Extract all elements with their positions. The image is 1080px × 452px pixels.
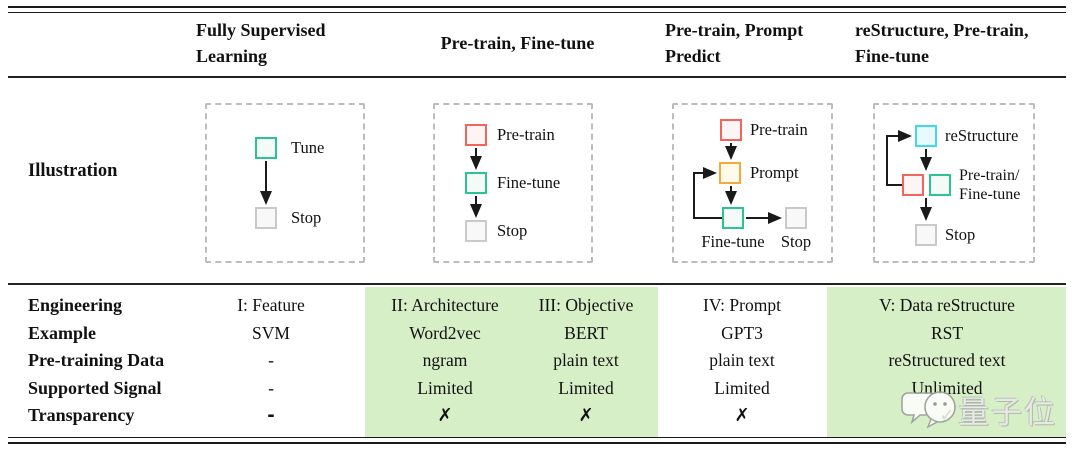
finetune-label: Fine-tune (701, 232, 765, 251)
cell-pretraining-data: ngram (422, 350, 468, 370)
cell-transparency-cross-icon: ✗ (437, 405, 453, 426)
highlight-block-architecture-objective (365, 287, 658, 437)
tune-label: Tune (291, 138, 325, 157)
watermark-text: 量子位 (958, 395, 1057, 431)
column-header-pretrain-prompt-predict: Pre-train, Prompt Predict (665, 20, 804, 66)
finetune-node-icon (929, 174, 951, 196)
cell-supported-signal: - (268, 377, 274, 398)
prompt-label: Prompt (750, 163, 799, 182)
cell-supported-signal: Limited (417, 377, 473, 398)
row-label-column: Engineering Example Pre-training Data Su… (28, 292, 198, 430)
cell-example: BERT (564, 322, 608, 343)
cell-supported-signal: Limited (558, 377, 614, 398)
column-header-restructure: reStructure, Pre-train, Fine-tune (855, 20, 1029, 66)
row-label-pretraining-data: Pre-training Data (28, 350, 165, 370)
cell-example: Word2vec (409, 322, 481, 343)
pretrain-node-icon (720, 119, 742, 141)
column-header-pretrain-finetune: Pre-train, Fine-tune (440, 33, 595, 53)
stop-node-icon (785, 207, 807, 229)
stop-label: Stop (291, 208, 322, 227)
header-divider-rule (8, 76, 1066, 78)
pretrain-finetune-label-line1: Pre-train/ (959, 167, 1020, 184)
restructure-label: reStructure (945, 126, 1019, 145)
tune-node-icon (255, 137, 277, 159)
cell-engineering: V: Data reStructure (879, 295, 1015, 315)
diagram-restructure: reStructure Pre-train/ Fine-tune Stop (873, 103, 1035, 263)
top-double-rule (8, 6, 1066, 13)
finetune-node-icon (722, 207, 744, 229)
watermark: 量子位 (898, 381, 1073, 433)
stop-node-icon (255, 207, 277, 229)
diagram-pretrain-finetune: Pre-train Fine-tune Stop (433, 103, 593, 263)
pretrain-node-icon (465, 124, 487, 146)
illustration-divider-rule (8, 283, 1066, 285)
finetune-label: Fine-tune (497, 173, 561, 192)
cell-engineering: III: Objective (538, 295, 634, 315)
cell-pretraining-data: reStructured text (888, 350, 1006, 370)
cell-example: GPT3 (721, 322, 763, 343)
wechat-bubbles-icon (901, 391, 956, 429)
flow-arrows (260, 161, 272, 205)
prompt-node-icon (719, 162, 741, 184)
stop-label: Stop (780, 232, 812, 251)
stop-label: Stop (945, 225, 976, 244)
stop-node-icon (465, 220, 487, 242)
stop-label: Stop (497, 221, 528, 240)
pretrain-label: Pre-train (497, 125, 555, 144)
row-label-example: Example (28, 322, 97, 343)
restructure-node-icon (915, 125, 937, 147)
cell-pretraining-data: - (268, 350, 274, 370)
diagram-pretrain-prompt-predict: Pre-train Prompt Fine-tune Stop (672, 103, 833, 263)
cell-transparency: - (267, 405, 275, 426)
cell-supported-signal: Limited (714, 377, 770, 398)
cell-pretraining-data: plain text (553, 350, 619, 370)
cell-engineering: I: Feature (237, 295, 305, 315)
cell-example: RST (930, 322, 964, 343)
column-architecture: II: Architecture Word2vec ngram Limited … (370, 292, 520, 430)
pretrain-finetune-label-line2: Fine-tune (959, 186, 1021, 203)
stop-node-icon (915, 224, 937, 246)
row-label-engineering: Engineering (28, 295, 123, 315)
cell-engineering: II: Architecture (391, 295, 499, 315)
column-fully-supervised: I: Feature SVM - - - (196, 292, 346, 430)
finetune-node-icon (465, 172, 487, 194)
cell-example: SVM (252, 322, 290, 343)
pretrain-label: Pre-train (750, 120, 808, 139)
row-label-supported-signal: Supported Signal (28, 377, 162, 398)
cell-transparency-cross-icon: ✗ (578, 405, 594, 426)
cell-engineering: IV: Prompt (703, 295, 781, 315)
column-header-fully-supervised: Fully Supervised Learning (196, 20, 326, 66)
column-objective: III: Objective BERT plain text Limited ✗ (516, 292, 656, 430)
row-label-transparency: Transparency (28, 405, 135, 425)
illustration-row-label: Illustration (28, 161, 118, 181)
pretrain-node-icon (902, 174, 924, 196)
diagram-fully-supervised: Tune Stop (205, 103, 365, 263)
cell-transparency-cross-icon: ✗ (734, 405, 750, 426)
column-prompt: IV: Prompt GPT3 plain text Limited ✗ (667, 292, 817, 430)
cell-pretraining-data: plain text (709, 350, 775, 370)
bottom-double-rule (8, 437, 1066, 444)
